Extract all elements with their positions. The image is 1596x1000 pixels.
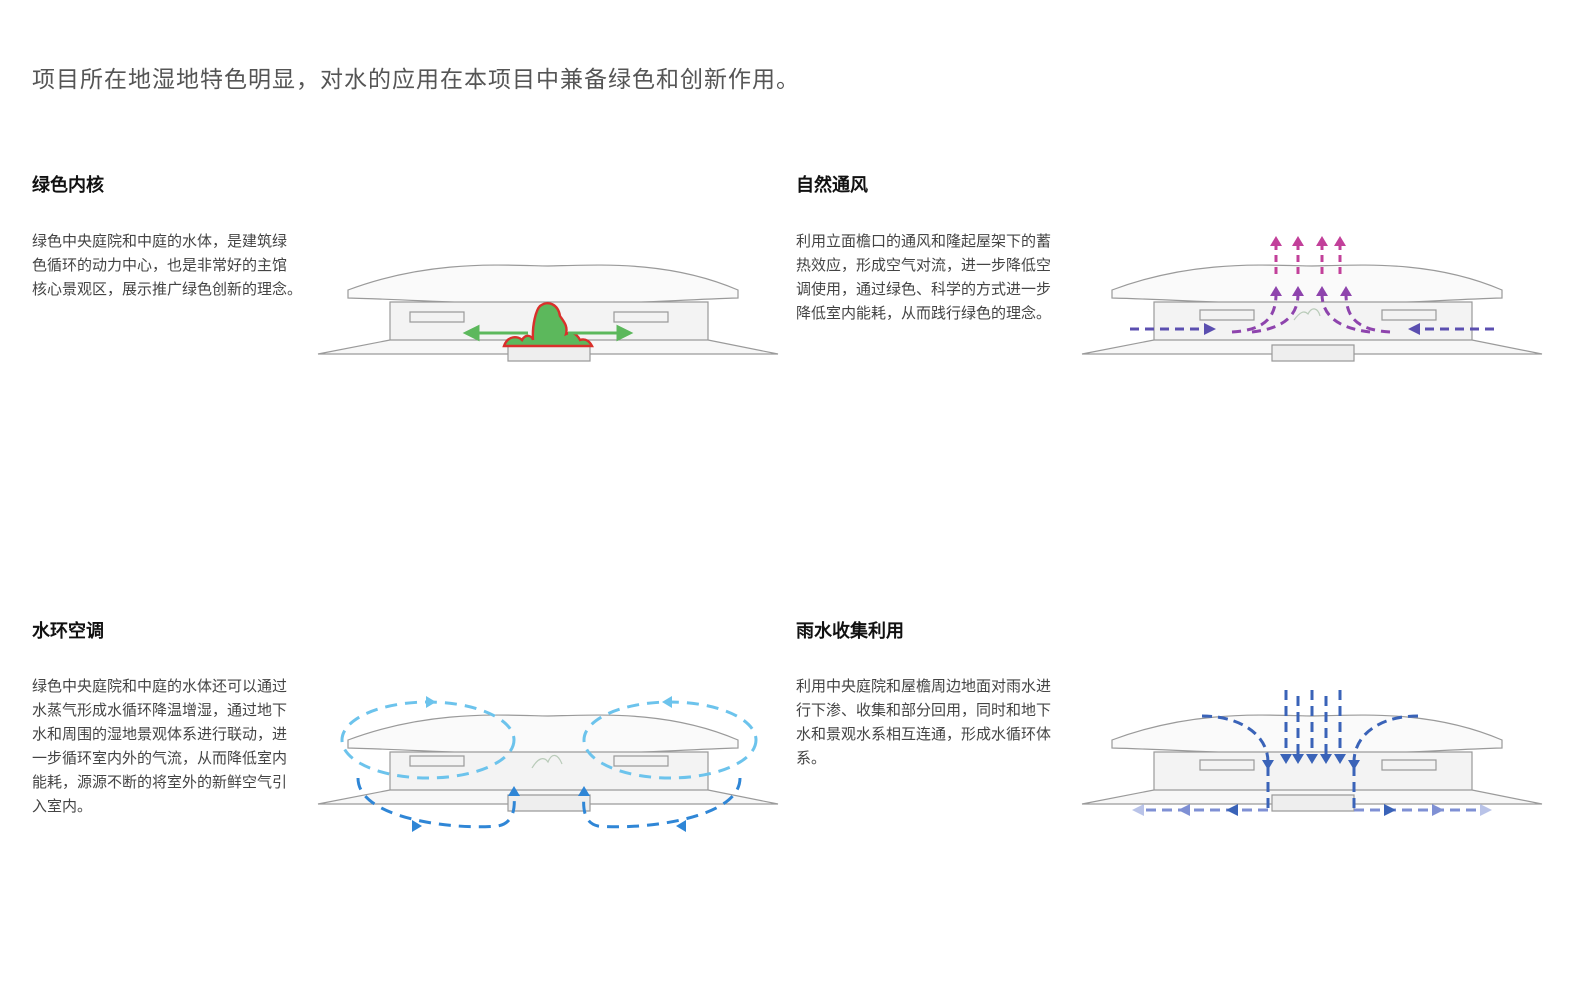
body-line: 调使用，通过绿色、科学的方式进一步 <box>796 280 1052 298</box>
body-line: 一步循环室内外的气流，从而降低室内 <box>32 749 288 767</box>
section-body-rainwater: 利用中央庭院和屋檐周边地面对雨水进 行下渗、收集和部分回用，同时和地下 水和景观… <box>796 674 1088 770</box>
section-body-green-core: 绿色中央庭院和中庭的水体，是建筑绿 色循环的动力中心，也是非常好的主馆 核心景观… <box>32 229 324 301</box>
body-line: 行下渗、收集和部分回用，同时和地下 <box>796 701 1052 719</box>
intake-arrows <box>1130 323 1494 335</box>
landscape-core-icon <box>502 302 594 348</box>
building-section <box>317 714 779 812</box>
section-title-ventilation: 自然通风 <box>796 175 868 196</box>
rain-arrowheads <box>1262 754 1360 770</box>
section-title-rainwater: 雨水收集利用 <box>796 621 904 642</box>
body-line: 入室内。 <box>32 797 93 815</box>
green-arrows <box>462 324 634 342</box>
body-line: 热效应，形成空气对流，进一步降低空 <box>796 256 1052 274</box>
body-line: 系。 <box>796 749 827 767</box>
body-line: 水和周围的湿地景观体系进行联动，进 <box>32 725 288 743</box>
water-loop-right <box>582 777 742 829</box>
water-cooling-diagram <box>317 696 779 832</box>
green-core-diagram <box>317 264 779 362</box>
section-title-green-core: 绿色内核 <box>32 175 104 196</box>
rainwater-diagram <box>1081 690 1543 816</box>
body-line: 水蒸气形成水循环降温增湿，通过地下 <box>32 701 288 719</box>
ventilation-diagram <box>1081 236 1543 362</box>
convection-arrows <box>1231 293 1391 334</box>
body-line: 核心景观区，展示推广绿色创新的理念。 <box>32 280 303 298</box>
body-line: 水和景观水系相互连通，形成水循环体 <box>796 725 1052 743</box>
exhaust-arrows <box>1270 236 1346 274</box>
building-section <box>1081 264 1543 362</box>
body-line: 利用立面檐口的通风和隆起屋架下的蓄 <box>796 232 1052 250</box>
body-line: 绿色中央庭院和中庭的水体，是建筑绿 <box>32 232 288 250</box>
air-arrowheads <box>426 696 672 708</box>
page-intro: 项目所在地湿地特色明显，对水的应用在本项目中兼备绿色和创新作用。 <box>32 67 800 93</box>
body-line: 能耗，源源不断的将室外的新鲜空气引 <box>32 773 288 791</box>
rain-downflow <box>1201 690 1419 808</box>
section-title-water-cooling: 水环空调 <box>32 621 104 642</box>
convection-arrowheads <box>1270 286 1352 296</box>
section-body-water-cooling: 绿色中央庭院和中庭的水体还可以通过 水蒸气形成水循环降温增湿，通过地下 水和周围… <box>32 674 324 818</box>
section-body-ventilation: 利用立面檐口的通风和隆起屋架下的蓄 热效应，形成空气对流，进一步降低空 调使用，… <box>796 229 1088 325</box>
body-line: 绿色中央庭院和中庭的水体还可以通过 <box>32 677 288 695</box>
building-section <box>1081 714 1543 812</box>
body-line: 色循环的动力中心，也是非常好的主馆 <box>32 256 288 274</box>
body-line: 利用中央庭院和屋檐周边地面对雨水进 <box>796 677 1052 695</box>
outflow-arrowheads <box>1132 804 1492 816</box>
flow-arrowheads <box>412 786 686 832</box>
body-line: 降低室内能耗，从而践行绿色的理念。 <box>796 304 1052 322</box>
water-loop-left <box>356 777 516 829</box>
